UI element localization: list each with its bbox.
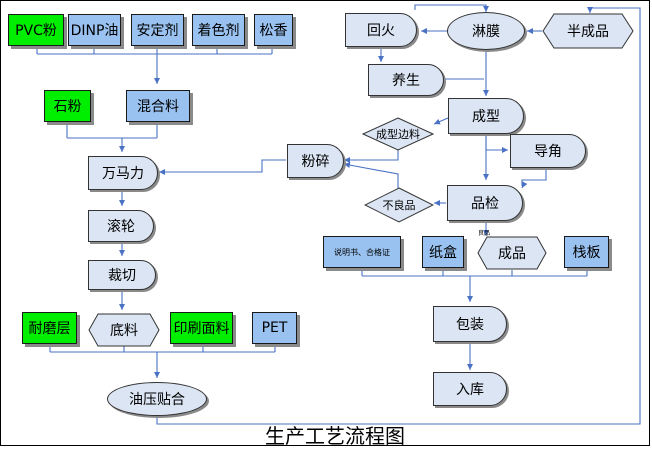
- node-mixed-material: 混合料: [126, 90, 190, 122]
- node-packing: 包装: [433, 306, 507, 342]
- diagram-title: 生产工艺流程图: [265, 424, 405, 448]
- node-coating: 淋膜: [447, 12, 525, 50]
- node-finished-product: 成品: [498, 246, 526, 262]
- node-banbury-mixer: 万马力: [88, 156, 158, 190]
- node-oil-press-lamination: 油压贴合: [107, 382, 207, 416]
- node-base-material-shape: [88, 313, 160, 347]
- node-base-material: 底料: [110, 323, 138, 339]
- node-semi-finished: 半成品: [567, 24, 609, 40]
- node-forming-trim-shape: [362, 117, 434, 151]
- node-colorant: 着色剂: [192, 14, 245, 46]
- node-stone-powder: 石粉: [44, 90, 91, 122]
- node-defective-shape: [364, 187, 434, 223]
- node-wear-layer: 耐磨层: [22, 312, 77, 344]
- node-rolling: 滚轮: [88, 210, 154, 242]
- node-dinp-oil: DINP油: [68, 14, 121, 46]
- node-pet: PET: [252, 312, 297, 344]
- edge-label-good-product: 良品: [478, 230, 491, 237]
- node-stabilizer: 安定剂: [131, 14, 184, 46]
- node-curing: 养生: [368, 64, 444, 96]
- node-inspection: 品检: [447, 185, 523, 221]
- node-defective: 不良品: [382, 199, 416, 212]
- node-semi-finished-shape: [542, 13, 634, 49]
- node-crushing: 粉碎: [287, 144, 344, 178]
- node-forming-trim: 成型边料: [376, 128, 420, 141]
- node-annealing: 回火: [345, 13, 417, 47]
- node-carton: 纸盒: [422, 236, 464, 268]
- node-cutting: 裁切: [88, 260, 156, 290]
- node-chamfering: 导角: [510, 134, 586, 168]
- node-pine-fragrance: 松香: [254, 14, 293, 46]
- node-pallet: 栈板: [564, 236, 609, 268]
- node-instructions-certificate: 说明书、合格证: [323, 236, 401, 268]
- node-pvc-powder: PVC粉: [8, 14, 64, 46]
- node-warehousing: 入库: [433, 372, 507, 406]
- node-finished-product-shape: [477, 236, 547, 270]
- node-printed-layer: 印刷面料: [170, 312, 233, 344]
- node-forming: 成型: [448, 98, 524, 134]
